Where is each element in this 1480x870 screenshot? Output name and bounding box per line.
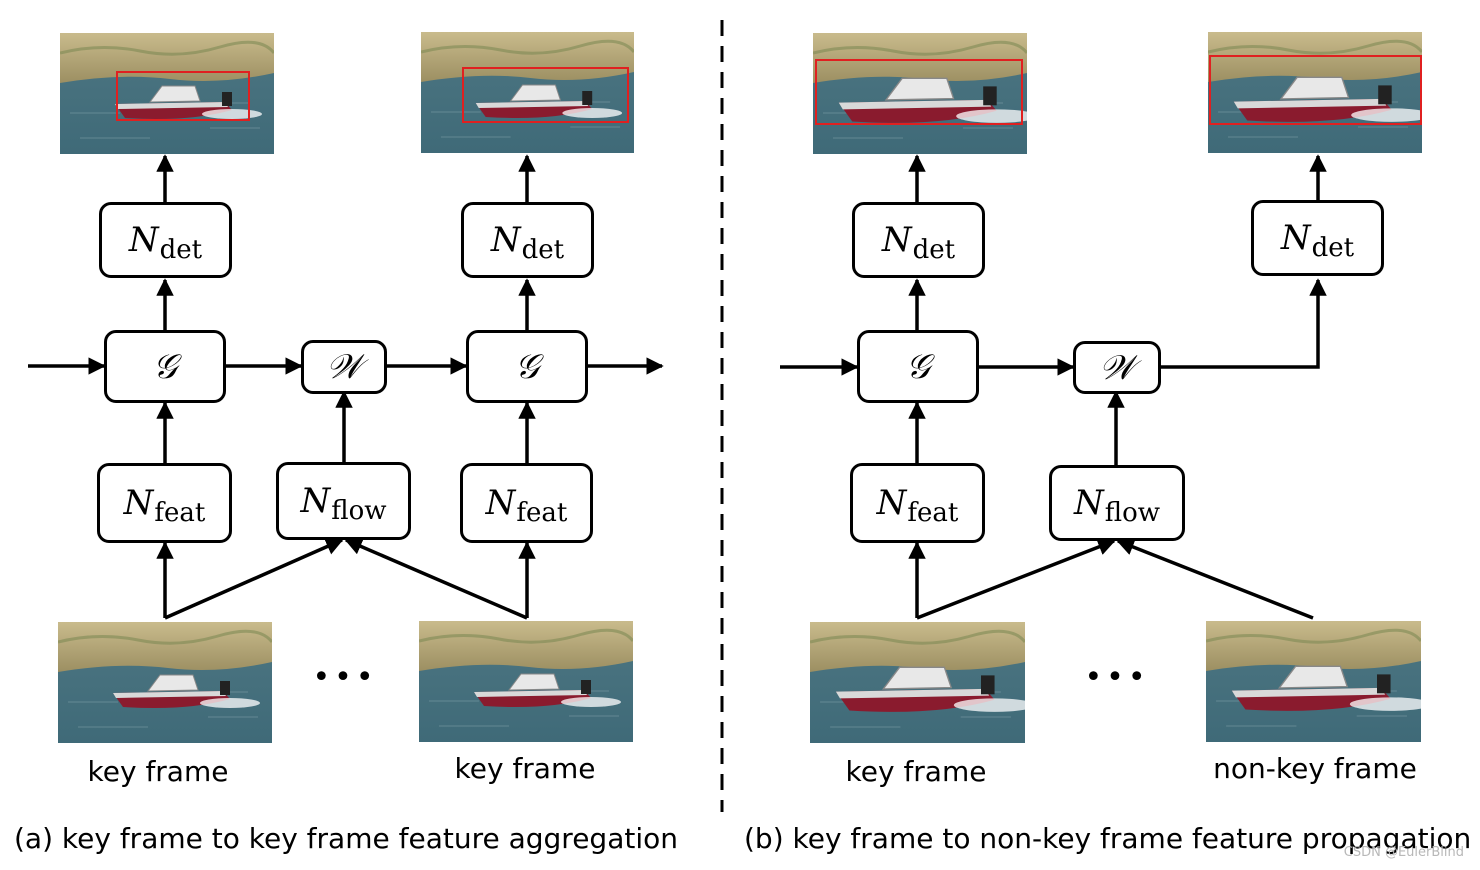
aggregate-symbol: 𝒢 bbox=[152, 346, 178, 387]
nfeat-subscript: feat bbox=[516, 498, 568, 528]
caption-panel-a: (a) key frame to key frame feature aggre… bbox=[14, 822, 678, 855]
nfeat-subscript: feat bbox=[907, 498, 959, 528]
nflow-symbol: N bbox=[1074, 483, 1104, 523]
detection-box bbox=[116, 71, 250, 121]
nflow-symbol: N bbox=[300, 481, 331, 521]
ellipsis-b: ••• bbox=[1084, 660, 1150, 695]
nflow-subscript: flow bbox=[1104, 498, 1160, 528]
nfeat-symbol: N bbox=[123, 483, 154, 523]
aggregate-node-b: 𝒢 bbox=[857, 330, 979, 403]
ellipsis-a: ••• bbox=[312, 660, 378, 695]
input-frame-image-a1 bbox=[58, 622, 272, 743]
output-frame-image-a2 bbox=[421, 32, 634, 153]
aggregate-node-a1: 𝒢 bbox=[104, 330, 226, 403]
output-frame-image-b1 bbox=[813, 33, 1027, 154]
nflow-subscript: flow bbox=[331, 496, 387, 526]
ndet-symbol: N bbox=[128, 220, 159, 260]
detection-box bbox=[815, 59, 1023, 125]
warp-symbol: 𝒲 bbox=[326, 347, 362, 387]
output-frame-image-b2 bbox=[1208, 32, 1422, 153]
nfeat-symbol: N bbox=[876, 483, 907, 523]
arrow-frame2-nflow-b bbox=[1116, 538, 1314, 620]
nfeat-symbol: N bbox=[485, 483, 516, 523]
output-frame-image-a1 bbox=[60, 33, 274, 154]
watermark: CSDN @EulerBlind bbox=[1343, 845, 1464, 860]
ndet-subscript: det bbox=[521, 235, 565, 265]
warp-node-a: 𝒲 bbox=[301, 340, 387, 394]
frame-label-a1: key frame bbox=[87, 755, 229, 788]
detection-box bbox=[462, 67, 629, 123]
input-frame-image-b2 bbox=[1206, 621, 1421, 742]
aggregate-symbol: 𝒢 bbox=[514, 346, 540, 387]
arrow-w-ndet2-b bbox=[1160, 278, 1327, 369]
caption-panel-b: (b) key frame to non-key frame feature p… bbox=[744, 822, 1472, 855]
warp-node-b: 𝒲 bbox=[1073, 341, 1161, 394]
detection-box bbox=[1209, 55, 1422, 125]
aggregate-node-a2: 𝒢 bbox=[466, 330, 588, 403]
aggregate-symbol: 𝒢 bbox=[905, 346, 931, 387]
arrow-frame1-nflow-a bbox=[164, 538, 344, 620]
frame-label-a2: key frame bbox=[454, 752, 596, 785]
ndet-symbol: N bbox=[490, 220, 521, 260]
frame-label-b1: key frame bbox=[845, 755, 987, 788]
nfeat-subscript: feat bbox=[154, 498, 206, 528]
warp-symbol: 𝒲 bbox=[1099, 347, 1135, 388]
frame-label-b2: non-key frame bbox=[1213, 752, 1417, 785]
ndet-symbol: N bbox=[881, 220, 912, 260]
ndet-subscript: det bbox=[1311, 233, 1355, 263]
arrow-frame2-nflow-a bbox=[344, 538, 528, 620]
arrow-frame1-nflow-b bbox=[916, 538, 1116, 620]
ndet-subscript: det bbox=[912, 235, 956, 265]
ndet-subscript: det bbox=[159, 235, 203, 265]
input-frame-image-a2 bbox=[419, 621, 633, 742]
input-frame-image-b1 bbox=[810, 622, 1025, 743]
ndet-symbol: N bbox=[1280, 218, 1311, 258]
